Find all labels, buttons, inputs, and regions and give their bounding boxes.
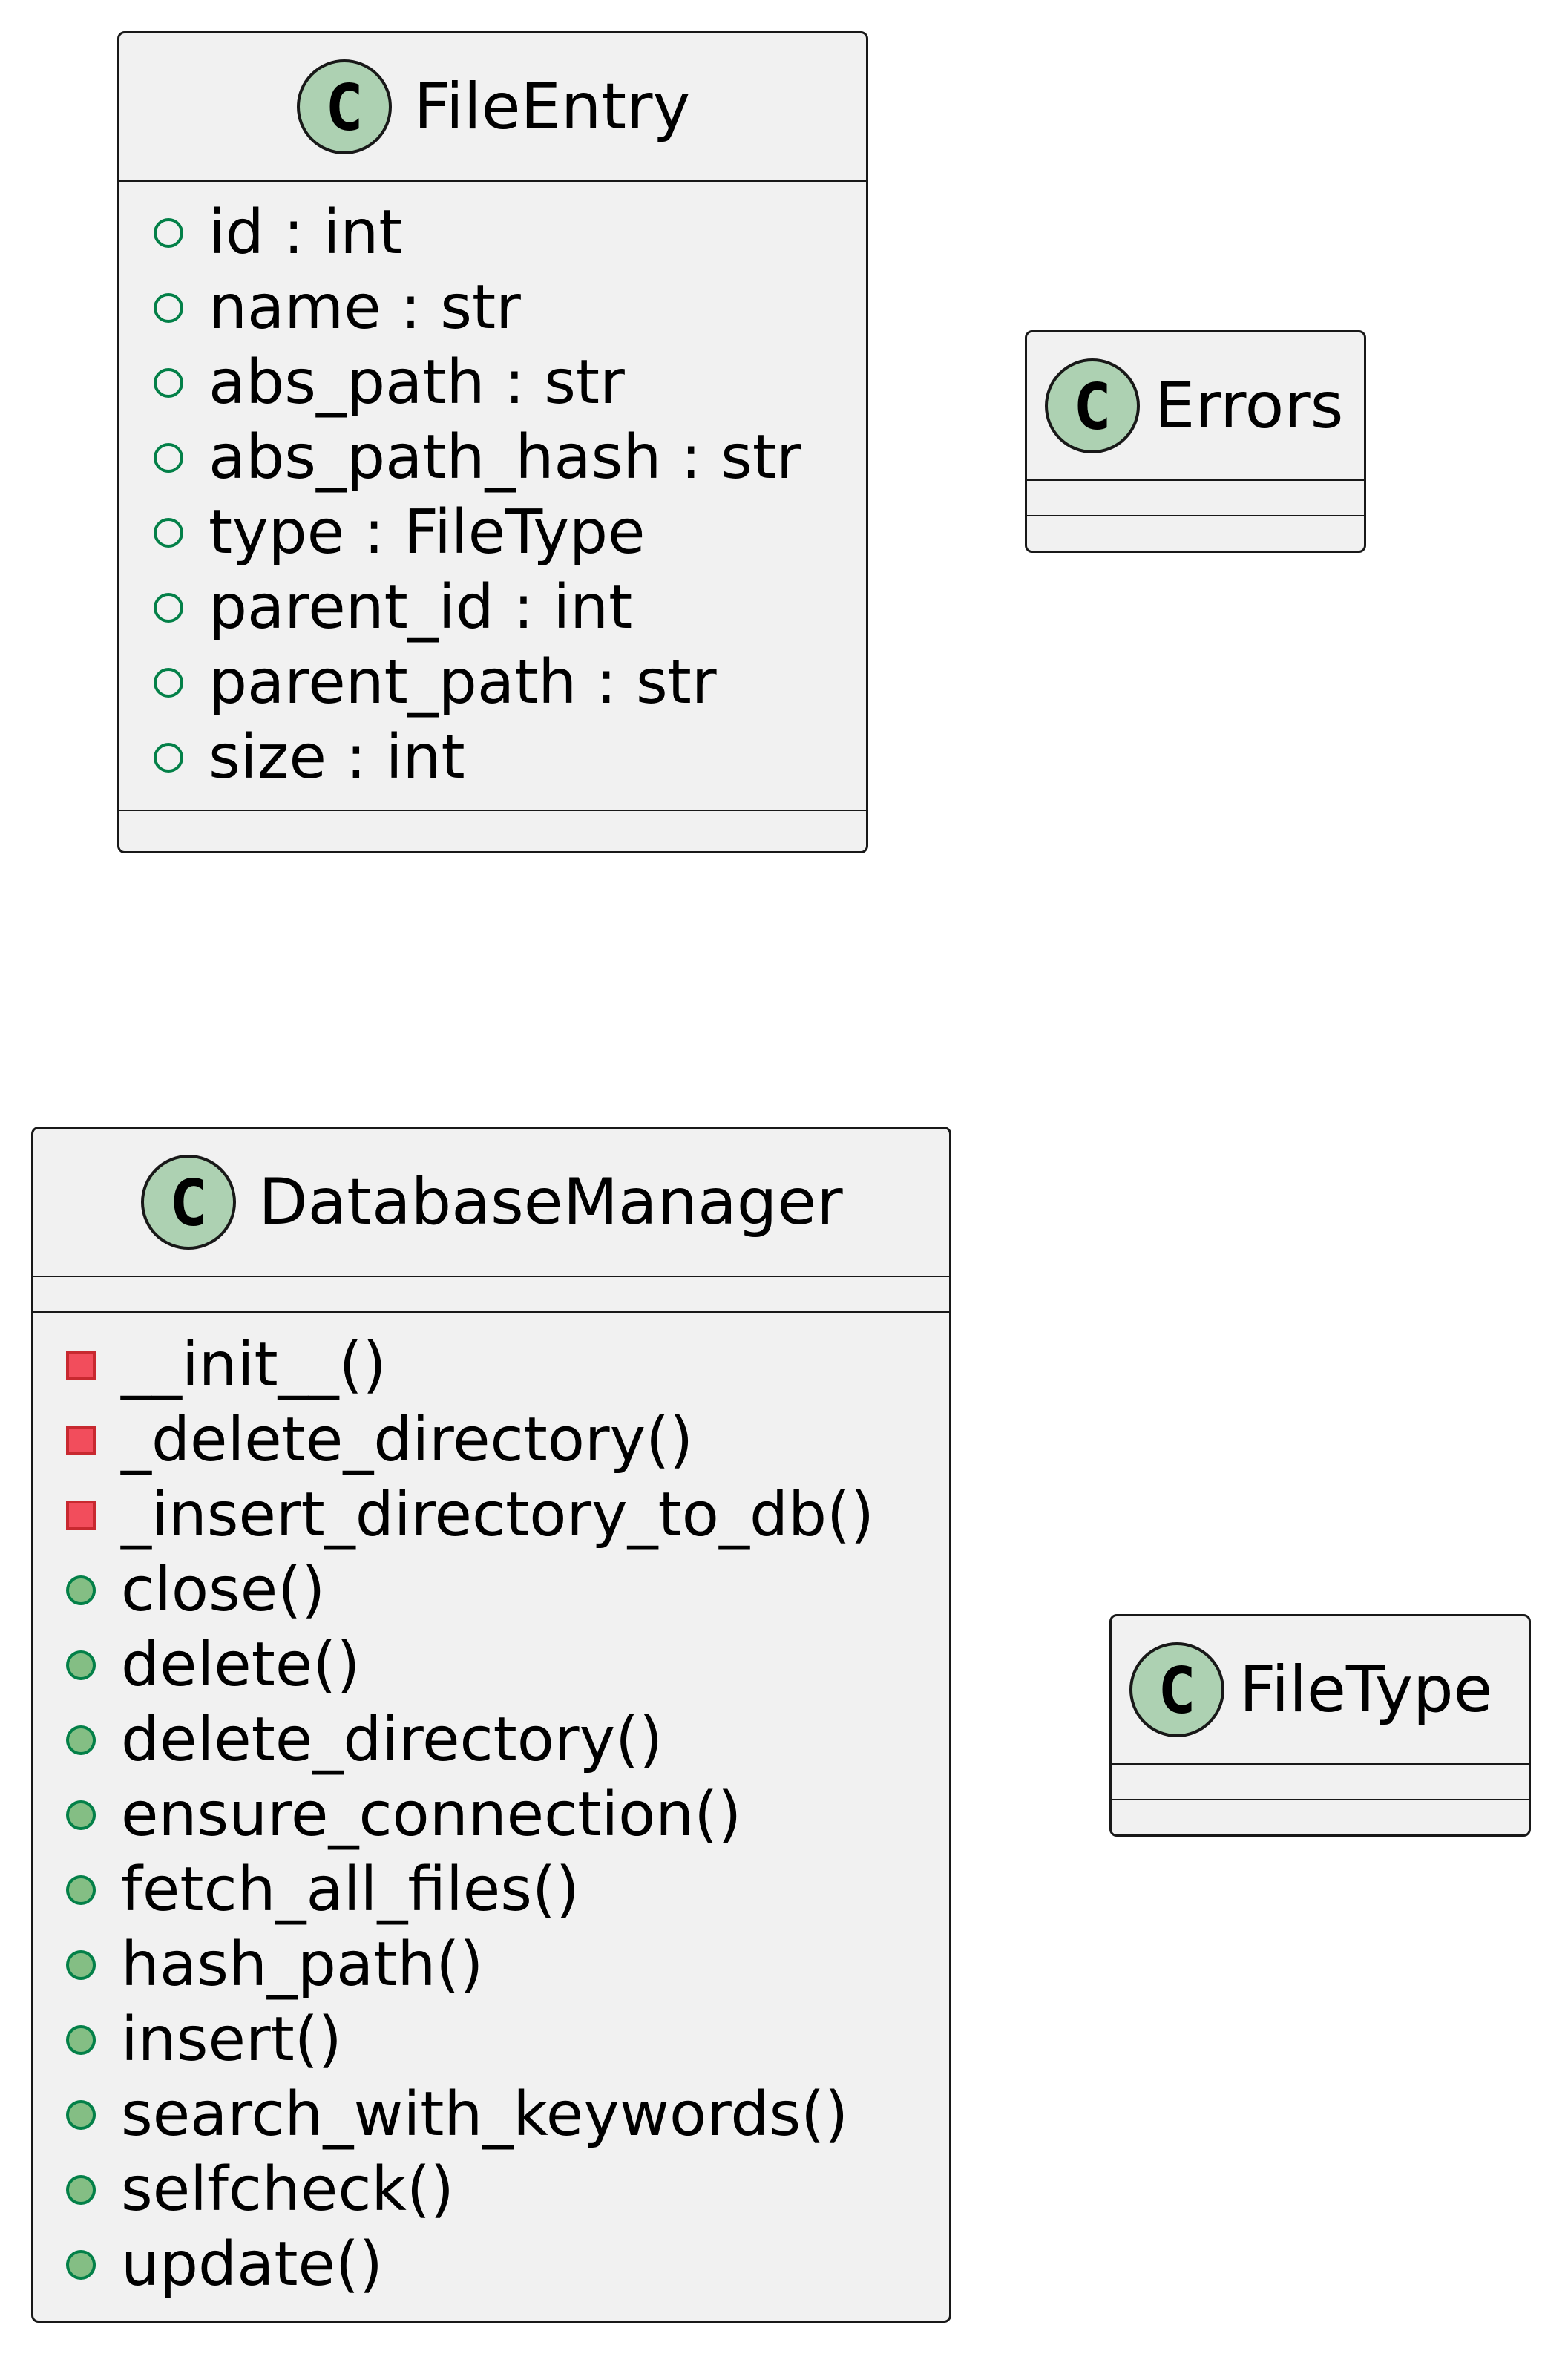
class-c-icon: C	[1128, 1641, 1226, 1739]
class-name: FileEntry	[413, 70, 691, 144]
method-signature: _insert_directory_to_db()	[121, 1479, 875, 1550]
method-signature: search_with_keywords()	[121, 2079, 849, 2150]
method-row: delete_directory()	[65, 1702, 949, 1777]
public-field-circle-icon	[152, 666, 185, 699]
method-signature: delete_directory()	[121, 1704, 663, 1775]
fields-compartment	[33, 1277, 949, 1313]
class-header: C FileType	[1112, 1616, 1529, 1765]
public-method-circle-icon	[65, 1949, 97, 1981]
field-declaration: type : FileType	[209, 496, 646, 568]
field-row: parent_path : str	[152, 645, 866, 720]
class-name: Errors	[1155, 369, 1344, 443]
public-field-circle-icon	[152, 217, 185, 249]
method-signature: _delete_directory()	[121, 1404, 694, 1475]
method-signature: update()	[121, 2229, 383, 2300]
method-row: search_with_keywords()	[65, 2077, 949, 2152]
field-row: abs_path_hash : str	[152, 420, 866, 495]
svg-text:C: C	[325, 71, 364, 145]
field-row: parent_id : int	[152, 570, 866, 645]
field-declaration: id : int	[209, 197, 403, 268]
field-row: type : FileType	[152, 495, 866, 570]
method-signature: selfcheck()	[121, 2154, 454, 2225]
methods-compartment	[119, 811, 866, 847]
method-signature: close()	[121, 1554, 326, 1625]
public-field-circle-icon	[152, 367, 185, 399]
class-databasemanager[interactable]: C DatabaseManager __init__()_delete_dire…	[31, 1127, 951, 2323]
private-method-square-icon	[65, 1424, 97, 1457]
method-row: fetch_all_files()	[65, 1852, 949, 1927]
field-declaration: parent_path : str	[209, 646, 717, 718]
public-field-circle-icon	[152, 591, 185, 624]
method-row: insert()	[65, 2002, 949, 2077]
methods-compartment	[1112, 1800, 1529, 1834]
field-declaration: name : str	[209, 272, 521, 343]
method-row: hash_path()	[65, 1927, 949, 2002]
field-declaration: parent_id : int	[209, 571, 633, 643]
class-header: C DatabaseManager	[33, 1129, 949, 1277]
field-row: name : str	[152, 270, 866, 345]
class-header: C FileEntry	[119, 33, 866, 182]
public-field-circle-icon	[152, 516, 185, 549]
method-row: update()	[65, 2227, 949, 2302]
method-signature: delete()	[121, 1629, 361, 1700]
field-row: size : int	[152, 720, 866, 795]
svg-text:C: C	[169, 1167, 208, 1241]
public-field-circle-icon	[152, 741, 185, 774]
field-row: id : int	[152, 195, 866, 270]
public-method-circle-icon	[65, 1799, 97, 1831]
fields-compartment	[1112, 1765, 1529, 1800]
method-signature: ensure_connection()	[121, 1779, 742, 1850]
class-c-icon: C	[140, 1153, 237, 1251]
public-method-circle-icon	[65, 2174, 97, 2206]
method-signature: fetch_all_files()	[121, 1854, 580, 1925]
private-method-square-icon	[65, 1499, 97, 1532]
method-signature: __init__()	[121, 1329, 387, 1400]
method-row: close()	[65, 1552, 949, 1627]
field-declaration: abs_path_hash : str	[209, 422, 801, 493]
class-filetype[interactable]: C FileType	[1109, 1614, 1531, 1837]
method-signature: hash_path()	[121, 1929, 484, 2000]
svg-text:C: C	[1158, 1654, 1196, 1728]
methods-compartment: __init__()_delete_directory()_insert_dir…	[33, 1313, 949, 2302]
public-method-circle-icon	[65, 2024, 97, 2056]
method-row: ensure_connection()	[65, 1777, 949, 1852]
class-name: DatabaseManager	[258, 1165, 843, 1239]
field-declaration: abs_path : str	[209, 347, 625, 418]
public-field-circle-icon	[152, 442, 185, 474]
class-header: C Errors	[1027, 332, 1364, 481]
public-method-circle-icon	[65, 1649, 97, 1682]
method-row: __init__()	[65, 1328, 949, 1403]
methods-compartment	[1027, 516, 1364, 551]
public-method-circle-icon	[65, 1724, 97, 1757]
public-method-circle-icon	[65, 2249, 97, 2281]
svg-text:C: C	[1073, 370, 1112, 445]
public-method-circle-icon	[65, 1574, 97, 1607]
class-errors[interactable]: C Errors	[1025, 330, 1366, 553]
class-c-icon: C	[1043, 357, 1141, 455]
public-method-circle-icon	[65, 2099, 97, 2131]
method-row: _delete_directory()	[65, 1403, 949, 1478]
class-c-icon: C	[295, 58, 393, 156]
field-declaration: size : int	[209, 721, 465, 793]
method-row: _insert_directory_to_db()	[65, 1478, 949, 1552]
public-method-circle-icon	[65, 1874, 97, 1906]
public-field-circle-icon	[152, 292, 185, 324]
private-method-square-icon	[65, 1349, 97, 1382]
class-name: FileType	[1239, 1653, 1493, 1727]
field-row: abs_path : str	[152, 345, 866, 420]
fields-compartment	[1027, 481, 1364, 516]
method-signature: insert()	[121, 2004, 342, 2075]
method-row: delete()	[65, 1627, 949, 1702]
method-row: selfcheck()	[65, 2152, 949, 2227]
